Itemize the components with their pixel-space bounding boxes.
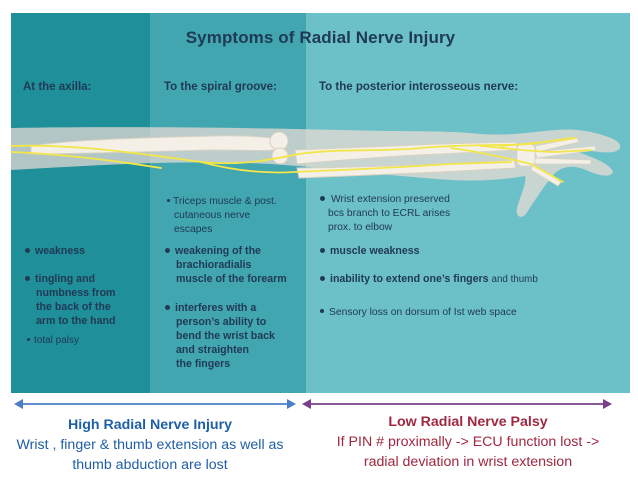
bullet-dot xyxy=(165,247,170,253)
low-palsy-arrow xyxy=(302,399,612,409)
bullet-dot xyxy=(165,304,170,310)
spiral-groove-header: To the spiral groove: xyxy=(164,81,277,93)
bullet-dot xyxy=(27,337,30,341)
axilla-bullet-weakness: weakness xyxy=(25,244,85,258)
bullet-dot xyxy=(25,275,30,281)
axilla-bullet-total-palsy: total palsy xyxy=(27,334,79,348)
pin-thumb-note: and thumb xyxy=(491,274,538,285)
bullet-dot xyxy=(320,309,324,314)
posterior-interosseous-panel xyxy=(306,13,630,393)
low-palsy-title: Low Radial Nerve Palsy xyxy=(388,414,548,430)
spiral-pre-note: Triceps muscle & post. cutaneous nerve e… xyxy=(167,195,277,237)
spiral-bullet-wrist-back: interferes with a person’s ability to be… xyxy=(165,301,275,371)
arm-illustration xyxy=(11,127,621,217)
radial-nerve xyxy=(11,137,592,183)
axilla-panel xyxy=(11,13,150,393)
low-palsy-line2: radial deviation in wrist extension xyxy=(363,454,573,470)
bullet-dot xyxy=(167,198,170,202)
low-radial-nerve-palsy-caption: Low Radial Nerve Palsy If PIN # proximal… xyxy=(318,412,618,472)
spiral-bullet-brachioradialis: weakening of the brachioradialis muscle … xyxy=(165,244,287,286)
high-injury-line1: Wrist , finger & thumb extension as well… xyxy=(16,437,284,453)
diagram-title: Symptoms of Radial Nerve Injury xyxy=(185,28,456,47)
high-injury-title: High Radial Nerve Injury xyxy=(68,417,232,433)
spiral-groove-panel xyxy=(150,13,306,393)
pin-bullet-muscle-weakness: muscle weakness xyxy=(320,244,420,258)
high-injury-arrow xyxy=(14,399,296,409)
pin-pre-note: Wrist extension preserved bcs branch to … xyxy=(320,193,450,235)
pin-bullet-extend-fingers: inability to extend one’s fingers and th… xyxy=(320,272,538,287)
high-radial-nerve-injury-caption: High Radial Nerve Injury Wrist , finger … xyxy=(0,415,300,475)
diagram-poster: Symptoms of Radial Nerve Injury At the a… xyxy=(11,13,630,393)
bullet-dot xyxy=(320,195,325,201)
axilla-bullet-tingling: tingling and numbness from the back of t… xyxy=(25,272,115,328)
pin-header: To the posterior interosseous nerve: xyxy=(319,81,519,93)
axilla-header: At the axilla: xyxy=(23,81,92,93)
bullet-dot xyxy=(320,275,325,281)
pin-bullet-sensory-loss: Sensory loss on dorsum of Ist web space xyxy=(320,306,517,320)
low-palsy-line1: If PIN # proximally -> ECU function lost… xyxy=(336,434,600,450)
bullet-dot xyxy=(25,247,30,253)
high-injury-line2: thumb abduction are lost xyxy=(72,457,228,473)
bullet-dot xyxy=(320,247,325,253)
